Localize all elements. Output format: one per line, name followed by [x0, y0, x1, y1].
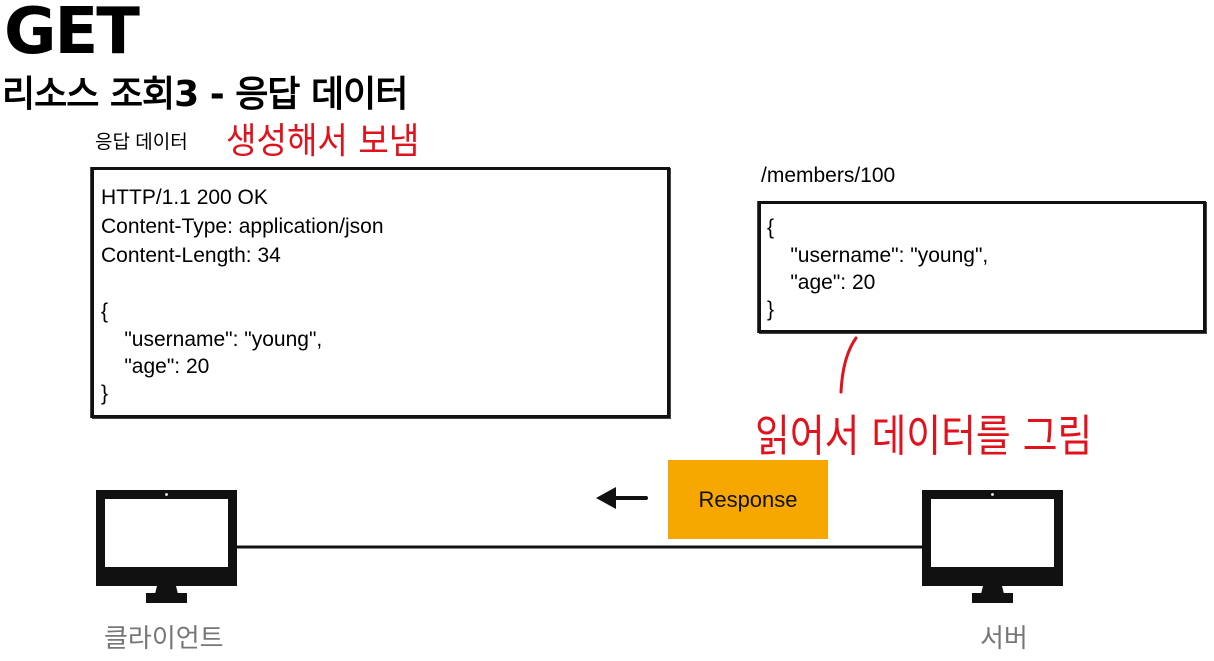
server-monitor-icon — [922, 490, 1063, 603]
render-annotation: 읽어서 데이터를 그림 — [755, 411, 1093, 462]
response-badge: Response — [668, 460, 828, 539]
annotation-pointer — [839, 336, 858, 394]
response-line: "age": 20 — [101, 355, 210, 378]
http-response-box: HTTP/1.1 200 OK Content-Type: applicatio… — [91, 167, 670, 418]
resource-path-label: /members/100 — [761, 164, 896, 187]
resource-line: "username": "young", — [767, 244, 989, 267]
response-label: Response — [698, 486, 798, 512]
response-line: } — [101, 382, 109, 405]
response-line: HTTP/1.1 200 OK — [101, 186, 268, 209]
resource-line: "age": 20 — [767, 271, 876, 294]
response-data-label: 응답 데이터 — [95, 132, 188, 153]
response-line: "username": "young", — [101, 328, 323, 351]
response-annotation: 생성해서 보냄 — [226, 121, 420, 162]
page-subtitle: 리소스 조회3 - 응답 데이터 — [2, 74, 408, 115]
resource-line: { — [767, 216, 775, 239]
client-label: 클라이언트 — [104, 624, 224, 654]
resource-line: } — [767, 298, 775, 321]
resource-json-box: { "username": "young", "age": 20 } — [758, 201, 1206, 333]
client-monitor-icon — [96, 490, 237, 603]
response-line: Content-Length: 34 — [101, 244, 281, 267]
response-line: Content-Type: application/json — [101, 215, 384, 238]
server-label: 서버 — [980, 624, 1028, 654]
page-title: GET — [4, 0, 140, 69]
response-line: { — [101, 300, 109, 323]
arrow-left-icon — [596, 487, 616, 509]
